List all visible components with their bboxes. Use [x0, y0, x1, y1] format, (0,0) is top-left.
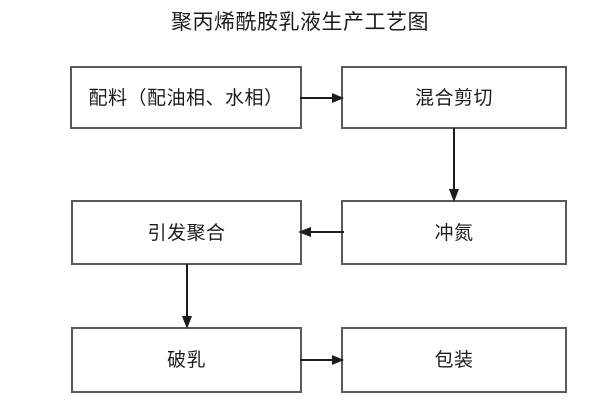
node-mixing[interactable]: 混合剪切	[341, 66, 567, 129]
node-demulsify[interactable]: 破乳	[71, 327, 302, 393]
node-packaging[interactable]: 包装	[341, 327, 567, 393]
arrow-polymerize-to-demulsify	[182, 264, 192, 329]
node-demulsify-label: 破乳	[166, 349, 206, 371]
node-polymerize-label: 引发聚合	[147, 221, 226, 244]
arrow-mixing-to-nitrogen	[449, 128, 459, 202]
node-nitrogen-label: 冲氮	[434, 221, 474, 244]
node-nitrogen[interactable]: 冲氮	[341, 200, 567, 265]
page-title: 聚丙烯酰胺乳液生产工艺图	[171, 10, 429, 34]
node-ingredients[interactable]: 配料（配油相、水相）	[70, 66, 302, 129]
node-packaging-label: 包装	[434, 349, 474, 371]
node-polymerize[interactable]: 引发聚合	[71, 200, 302, 265]
arrow-nitrogen-to-polymerize	[298, 227, 344, 237]
node-ingredients-label: 配料（配油相、水相）	[88, 86, 284, 109]
arrow-demulsify-to-packaging	[300, 355, 344, 365]
arrow-ingredients-to-mixing	[300, 93, 344, 103]
node-mixing-label: 混合剪切	[414, 86, 493, 109]
